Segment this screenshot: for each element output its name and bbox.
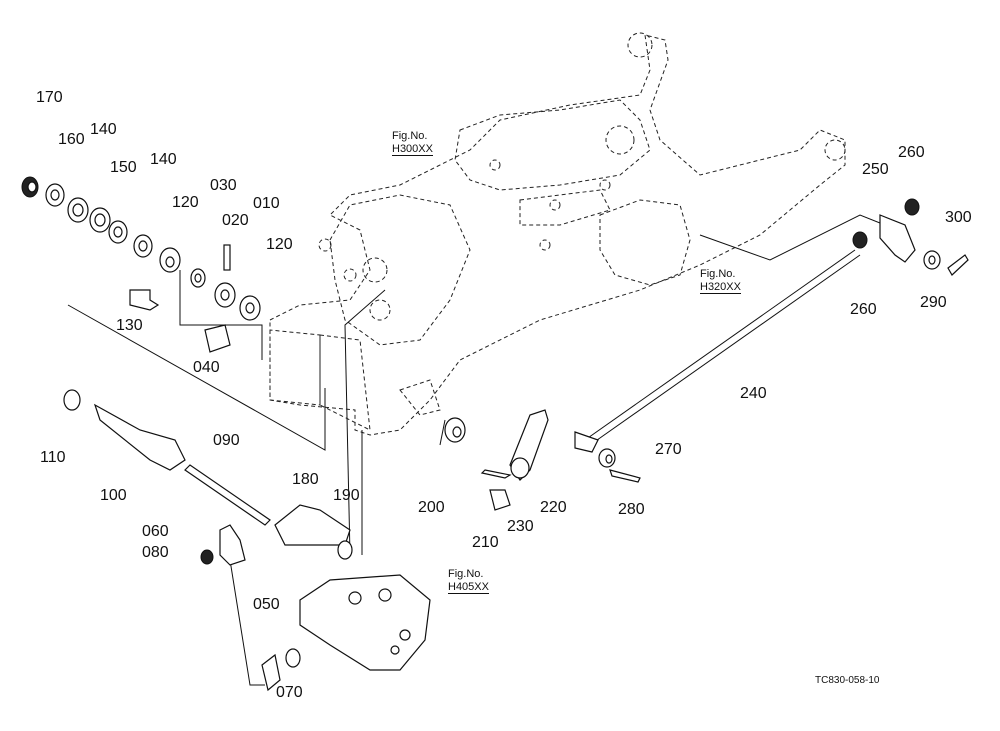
- control-valve: [299, 574, 431, 671]
- part-label: 140: [90, 121, 117, 138]
- part-label: 260: [898, 144, 925, 161]
- part-label: 140: [150, 151, 177, 168]
- part-label: 070: [276, 684, 303, 701]
- drawing-code: TC830-058-10: [815, 675, 880, 686]
- leader-lines: [67, 214, 886, 686]
- lift-linkage: [444, 198, 969, 511]
- figure-reference-number: H300XX: [392, 142, 433, 157]
- figure-reference-h405: Fig.No. H405XX: [448, 568, 489, 595]
- figure-reference-label: Fig.No.: [448, 568, 484, 580]
- figure-reference-h320: Fig.No. H320XX: [700, 268, 741, 295]
- part-label: 090: [213, 432, 240, 449]
- part-label: 220: [540, 499, 567, 516]
- part-label: 190: [333, 487, 360, 504]
- part-label: 280: [618, 501, 645, 518]
- part-label: 060: [142, 523, 169, 540]
- part-label: 100: [100, 487, 127, 504]
- part-label: 030: [210, 177, 237, 194]
- part-label: 170: [36, 89, 63, 106]
- part-label: 230: [507, 518, 534, 535]
- hydraulic-housing: [269, 32, 846, 436]
- part-label: 270: [655, 441, 682, 458]
- part-label: 040: [193, 359, 220, 376]
- part-label: 290: [920, 294, 947, 311]
- washer-stack: [21, 176, 261, 353]
- part-label: 210: [472, 534, 499, 551]
- part-label: 050: [253, 596, 280, 613]
- part-label: 200: [418, 499, 445, 516]
- part-label: 110: [40, 449, 66, 466]
- figure-reference-number: H320XX: [700, 280, 741, 295]
- part-label: 080: [142, 544, 169, 561]
- figure-reference-number: H405XX: [448, 580, 489, 595]
- part-label: 020: [222, 212, 249, 229]
- part-label: 240: [740, 385, 767, 402]
- part-label: 300: [945, 209, 972, 226]
- figure-reference-label: Fig.No.: [700, 268, 736, 280]
- part-label: 250: [862, 161, 889, 178]
- shaft-assembly: [63, 389, 353, 692]
- part-label: 130: [116, 317, 143, 334]
- part-label: 160: [58, 131, 85, 148]
- figure-reference-label: Fig.No.: [392, 130, 428, 142]
- part-label: 150: [110, 159, 137, 176]
- part-label: 120: [266, 236, 293, 253]
- part-label: 180: [292, 471, 319, 488]
- part-label: 260: [850, 301, 877, 318]
- part-label: 120: [172, 194, 199, 211]
- figure-reference-h300: Fig.No. H300XX: [392, 130, 433, 157]
- part-label: 010: [253, 195, 280, 212]
